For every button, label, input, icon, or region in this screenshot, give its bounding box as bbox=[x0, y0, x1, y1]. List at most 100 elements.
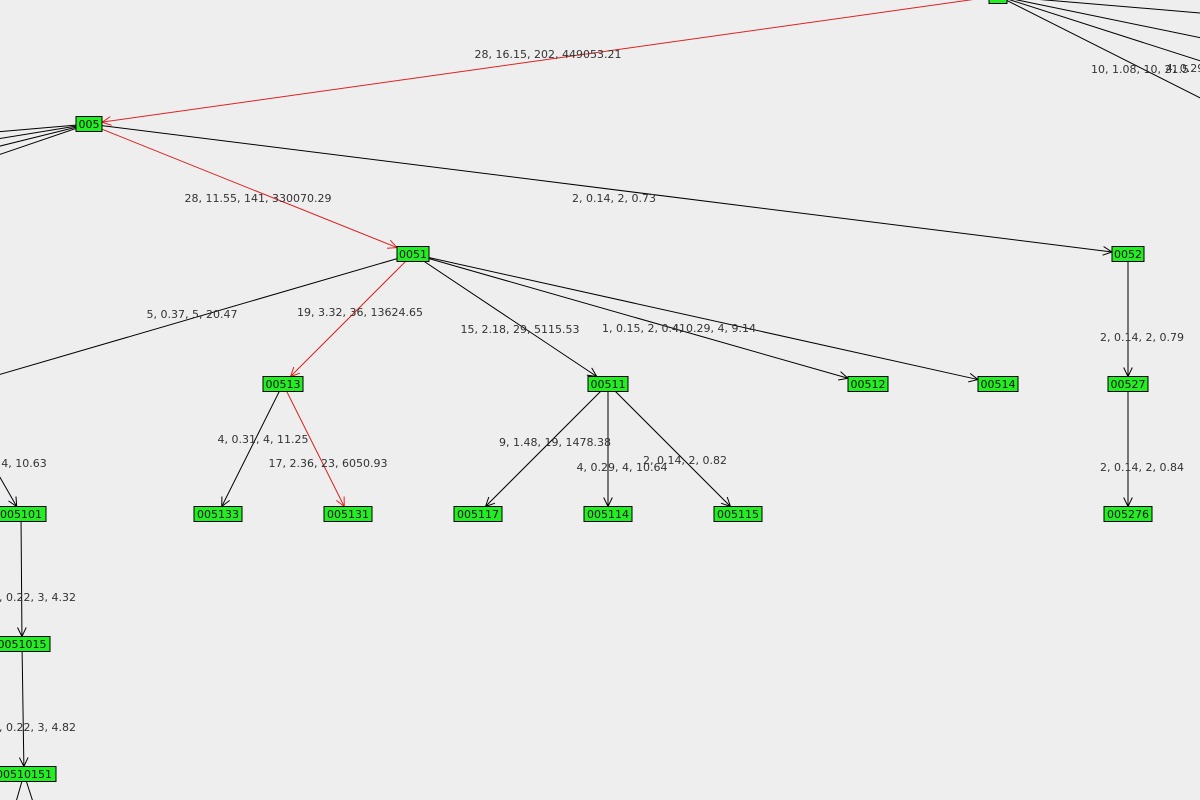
node-label-005276: 005276 bbox=[1107, 508, 1149, 521]
edge-label-0051015-to-00510151: 3, 0.22, 3, 4.82 bbox=[0, 721, 76, 734]
edge-label-0051-to-00513: 19, 3.32, 36, 13624.65 bbox=[297, 306, 423, 319]
edge-0051-to-00513 bbox=[290, 253, 414, 377]
node-label-005101: 005101 bbox=[0, 508, 42, 521]
node-label-005: 005 bbox=[79, 118, 100, 131]
node-box-00510151[interactable] bbox=[0, 766, 57, 782]
edge-005-to-offscreen-left-1 bbox=[0, 123, 90, 133]
node-top-node[interactable] bbox=[988, 0, 1008, 4]
node-box-005101[interactable] bbox=[0, 506, 47, 522]
edge-label-top-node-to-offscreen-right-1: 10, 1.08, 10, 21.5 bbox=[1091, 63, 1189, 76]
node-0052[interactable]: 0052 bbox=[1111, 246, 1145, 262]
node-005101[interactable]: 005101 bbox=[0, 506, 47, 522]
edge-label-00511-to-005114: 4, 0.29, 4, 10.64 bbox=[577, 461, 668, 474]
node-label-00512: 00512 bbox=[851, 378, 886, 391]
node-005114[interactable]: 005114 bbox=[583, 506, 633, 522]
edge-top-node-to-offscreen-right-2 bbox=[1014, 0, 1200, 39]
edge-005-to-offscreen-left-4 bbox=[0, 123, 90, 155]
node-label-005115: 005115 bbox=[717, 508, 759, 521]
edge-label-offscreen-left-6-to-005101: 4, 10.63 bbox=[1, 457, 46, 470]
node-box-005114[interactable] bbox=[583, 506, 633, 522]
edge-label-0051-to-00511: 15, 2.18, 29, 5115.53 bbox=[461, 323, 580, 336]
edge-00511-to-005117 bbox=[485, 383, 609, 507]
node-label-00527: 00527 bbox=[1111, 378, 1146, 391]
node-box-00513[interactable] bbox=[262, 376, 304, 392]
node-label-0052: 0052 bbox=[1114, 248, 1142, 261]
node-005133[interactable]: 005133 bbox=[193, 506, 243, 522]
node-00510151[interactable]: 00510151 bbox=[0, 766, 57, 782]
node-00512[interactable]: 00512 bbox=[847, 376, 889, 392]
node-box-005131[interactable] bbox=[323, 506, 373, 522]
edge-005101-to-0051015 bbox=[20, 513, 23, 637]
edge-00510151-to-offscreen-bottom-1 bbox=[16, 773, 25, 800]
node-005276[interactable]: 005276 bbox=[1103, 506, 1153, 522]
edge-label-00511-to-005115: 2, 0.14, 2, 0.82 bbox=[643, 454, 727, 467]
nodes-layer: 005 0051 0052 00513 00511 00512 00514 00527 0051… bbox=[0, 0, 1153, 782]
edge-00510151-to-offscreen-bottom-2 bbox=[23, 773, 33, 800]
node-box-005133[interactable] bbox=[193, 506, 243, 522]
edge-00511-to-005115 bbox=[607, 383, 731, 507]
node-box-00511[interactable] bbox=[587, 376, 629, 392]
edge-top-node-to-005 bbox=[101, 0, 974, 123]
edge-top-node-to-offscreen-right-3 bbox=[1008, 0, 1200, 62]
edge-005-to-0051 bbox=[88, 123, 398, 249]
node-box-00514[interactable] bbox=[977, 376, 1019, 392]
node-label-00510151: 00510151 bbox=[0, 768, 52, 781]
node-0051[interactable]: 0051 bbox=[396, 246, 430, 262]
node-0051015[interactable]: 0051015 bbox=[0, 636, 51, 652]
node-box-00527[interactable] bbox=[1107, 376, 1149, 392]
edge-label-0051-to-00514: 4, 0.29, 4, 9.14 bbox=[672, 322, 756, 335]
node-005[interactable]: 005 bbox=[75, 116, 103, 132]
edge-label-top-node-to-offscreen-right-2: 4, 0.29 bbox=[1166, 62, 1200, 75]
edge-0051-to-00514 bbox=[412, 253, 979, 381]
node-label-00513: 00513 bbox=[266, 378, 301, 391]
node-label-0051: 0051 bbox=[399, 248, 427, 261]
edge-005-to-offscreen-left-3 bbox=[0, 123, 90, 147]
node-label-005133: 005133 bbox=[197, 508, 239, 521]
node-box-0051015[interactable] bbox=[0, 636, 51, 652]
node-box-005117[interactable] bbox=[453, 506, 503, 522]
edge-labels-layer: 28, 16.15, 202, 449053.21 10, 1.08, 10, 2… bbox=[0, 48, 1200, 734]
edge-label-00513-to-005133: 4, 0.31, 4, 11.25 bbox=[218, 433, 309, 446]
node-00511[interactable]: 00511 bbox=[587, 376, 629, 392]
node-box-0052[interactable] bbox=[1111, 246, 1145, 262]
edge-005-to-0052 bbox=[88, 123, 1113, 253]
edge-label-00527-to-005276: 2, 0.14, 2, 0.84 bbox=[1100, 461, 1184, 474]
node-box-0051[interactable] bbox=[396, 246, 430, 262]
edge-top-node-to-offscreen-right-4 bbox=[1004, 0, 1200, 99]
edge-0051-to-00511 bbox=[412, 253, 598, 377]
edge-label-005-to-0052: 2, 0.14, 2, 0.73 bbox=[572, 192, 656, 205]
edge-00513-to-005131 bbox=[282, 383, 345, 507]
edge-label-top-node-to-005: 28, 16.15, 202, 449053.21 bbox=[475, 48, 622, 61]
node-00527[interactable]: 00527 bbox=[1107, 376, 1149, 392]
edge-top-node-to-offscreen-right-1 bbox=[1039, 0, 1200, 14]
edge-label-00513-to-005131: 17, 2.36, 23, 6050.93 bbox=[269, 457, 388, 470]
node-box-00512[interactable] bbox=[847, 376, 889, 392]
node-00514[interactable]: 00514 bbox=[977, 376, 1019, 392]
edge-0051-to-00512 bbox=[412, 253, 849, 379]
node-00513[interactable]: 00513 bbox=[262, 376, 304, 392]
node-label-005131: 005131 bbox=[327, 508, 369, 521]
edge-label-0051-to-offscreen-left-5: 5, 0.37, 5, 20.47 bbox=[147, 308, 238, 321]
node-005115[interactable]: 005115 bbox=[713, 506, 763, 522]
node-005117[interactable]: 005117 bbox=[453, 506, 503, 522]
edge-label-005101-to-0051015: 3, 0.22, 3, 4.32 bbox=[0, 591, 76, 604]
node-box-005115[interactable] bbox=[713, 506, 763, 522]
node-label-0051015: 0051015 bbox=[0, 638, 47, 651]
edge-label-005-to-0051: 28, 11.55, 141, 330070.29 bbox=[185, 192, 332, 205]
edge-00513-to-005133 bbox=[221, 383, 284, 507]
node-label-00514: 00514 bbox=[981, 378, 1016, 391]
edge-offscreen-left-6-to-005101 bbox=[0, 476, 18, 507]
edge-0051015-to-00510151 bbox=[21, 643, 25, 767]
node-box-005276[interactable] bbox=[1103, 506, 1153, 522]
node-label-005117: 005117 bbox=[457, 508, 499, 521]
edge-label-0052-to-00527: 2, 0.14, 2, 0.79 bbox=[1100, 331, 1184, 344]
node-box-top-node[interactable] bbox=[988, 0, 1008, 4]
node-box-005[interactable] bbox=[75, 116, 103, 132]
node-005131[interactable]: 005131 bbox=[323, 506, 373, 522]
edge-005-to-offscreen-left-2 bbox=[0, 123, 90, 139]
node-label-00511: 00511 bbox=[591, 378, 626, 391]
edge-label-0051-to-00512: 1, 0.15, 2, 0.41 bbox=[602, 322, 686, 335]
